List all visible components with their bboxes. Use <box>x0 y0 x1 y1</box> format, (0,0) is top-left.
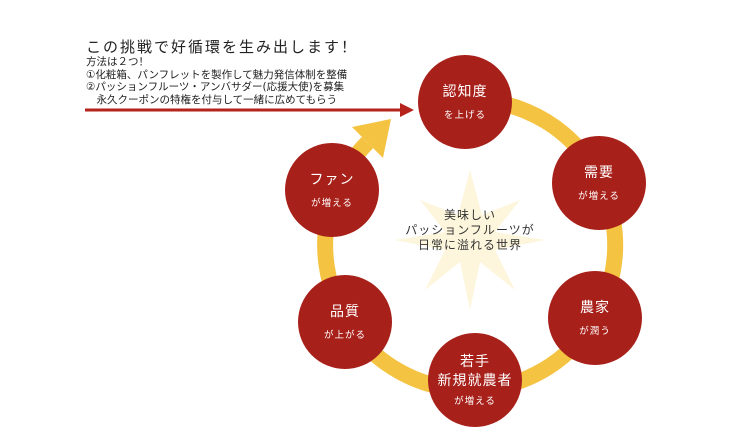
node-title: 認知度 <box>442 84 488 100</box>
node-fans: ファンが増える <box>285 143 379 237</box>
center-line: 日常に溢れる世界 <box>417 238 522 252</box>
center-line: パッションフルーツが <box>405 223 535 237</box>
method-item: ①化粧箱、パンフレットを製作して魅力発信体制を整備 <box>86 68 348 81</box>
node-title: 農家 <box>580 300 610 316</box>
node-title: 品質 <box>330 304 360 320</box>
node-sub: が潤う <box>579 326 611 337</box>
method-item: 永久クーポンの特権を付与して一緒に広めてもらう <box>86 93 338 106</box>
node-awareness: 認知度を上げる <box>418 55 512 149</box>
node-title: 若手 <box>460 354 490 370</box>
center-line: 美味しい <box>443 208 496 222</box>
node-sub: が増える <box>454 396 496 407</box>
node-sub: が上がる <box>323 330 366 341</box>
node-title: ファン <box>309 172 355 188</box>
method-title: 方法は２つ！ <box>86 56 149 68</box>
node-title: 新規就農者 <box>437 373 513 389</box>
starburst <box>395 170 545 310</box>
node-title: 需要 <box>584 165 614 181</box>
node-sub: が増える <box>311 198 353 209</box>
headline: この挑戦で好循環を生み出します！ <box>86 38 359 56</box>
method-item: ②パッションフルーツ・アンバサダー(応援大使)を募集 <box>86 81 345 93</box>
node-sub: が増える <box>578 191 620 202</box>
cycle-arrowhead <box>352 119 391 158</box>
node-young-farmers: 若手新規就農者が増える <box>428 333 522 427</box>
node-demand: 需要が増える <box>552 136 646 230</box>
center-vision: 美味しい パッションフルーツが 日常に溢れる世界 <box>380 208 560 253</box>
red-arrowhead <box>400 103 414 117</box>
node-farmers: 農家が潤う <box>548 271 642 365</box>
node-quality: 品質が上がる <box>298 275 392 369</box>
node-sub: を上げる <box>443 110 486 121</box>
